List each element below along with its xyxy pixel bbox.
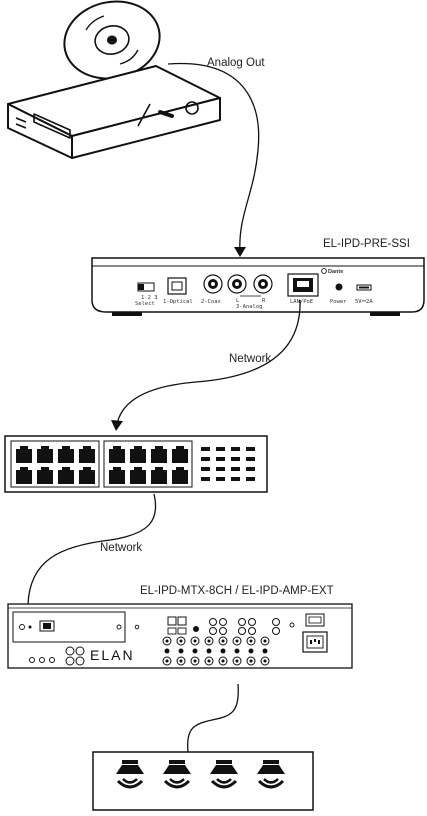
status-led	[216, 447, 225, 451]
rca-jack-icon	[234, 648, 240, 654]
speaker-icon	[257, 760, 285, 789]
speaker-icon	[163, 760, 191, 789]
rca-jack-icon	[206, 648, 212, 654]
ethernet-port-icon	[130, 467, 146, 484]
status-led	[246, 477, 255, 481]
arrow-head-icon	[111, 420, 123, 431]
arrow-head-icon	[234, 247, 246, 257]
analog-left-label: L	[236, 298, 240, 304]
ethernet-port-icon	[109, 467, 125, 484]
status-led	[201, 457, 210, 461]
status-led	[231, 457, 240, 461]
rca-jack-icon	[164, 648, 170, 654]
ethernet-port-icon	[172, 446, 188, 463]
ethernet-port-icon	[37, 446, 53, 463]
ethernet-port-icon	[109, 446, 125, 463]
switch-ports	[16, 446, 188, 484]
rca-jack-icon	[220, 648, 226, 654]
status-led	[216, 467, 225, 471]
analog-cable	[167, 62, 260, 253]
ethernet-port-icon	[130, 446, 146, 463]
status-led	[231, 477, 240, 481]
status-led	[216, 477, 225, 481]
network-label-2: Network	[100, 542, 143, 554]
network-label-1: Network	[229, 353, 272, 365]
ethernet-port-icon	[172, 467, 188, 484]
speaker-output-jacks	[162, 636, 270, 666]
rca-jack-icon	[178, 648, 184, 654]
ethernet-port-icon	[58, 446, 74, 463]
status-led	[246, 457, 255, 461]
select-numbers: 1 2 3	[141, 295, 158, 301]
optical-label: 1-Optical	[163, 299, 193, 305]
analog-right-label: R	[262, 298, 266, 304]
network-cable-2	[27, 493, 157, 605]
status-led	[231, 447, 240, 451]
speaker-cable	[186, 683, 239, 753]
lan-label: LAN/PoE	[290, 299, 313, 305]
status-led	[201, 447, 210, 451]
ethernet-port-icon	[79, 446, 95, 463]
ethernet-port-icon	[151, 446, 167, 463]
status-led	[216, 457, 225, 461]
power-label: Power	[330, 299, 347, 305]
rca-jack-icon	[248, 648, 254, 654]
pre-device: 1 2 3 Select 1-Optical 2-Coax L R 3-Anal…	[91, 257, 425, 316]
elan-logo: ELAN	[90, 647, 135, 663]
mtx-model-label: EL-IPD-MTX-8CH / EL-IPD-AMP-EXT	[140, 585, 334, 597]
analog-label: 3-Analog	[236, 304, 263, 310]
switch-leds	[201, 447, 255, 481]
optical-port-icon	[167, 277, 187, 295]
ethernet-port-icon	[151, 467, 167, 484]
power-led-icon	[335, 283, 343, 291]
dante-brand: Dante	[328, 269, 343, 275]
status-led	[201, 477, 210, 481]
disc-player-icon	[7, 0, 221, 159]
network-switch	[4, 435, 268, 493]
pre-model-label: EL-IPD-PRE-SSI	[323, 238, 410, 250]
speaker-icon	[116, 760, 144, 789]
amp-device: ELAN	[7, 603, 353, 669]
dante-logo-icon	[321, 268, 327, 274]
ethernet-port-icon	[58, 467, 74, 484]
rca-jack-icon	[192, 648, 198, 654]
ethernet-port-icon	[16, 446, 32, 463]
ethernet-port-icon	[16, 467, 32, 484]
status-led	[246, 447, 255, 451]
usb-label: 5V⎓2A	[355, 299, 373, 305]
coax-label: 2-Coax	[201, 299, 222, 305]
status-led	[231, 467, 240, 471]
power-inlet-icon	[302, 631, 328, 653]
ethernet-port-icon	[79, 467, 95, 484]
ethernet-port-icon	[37, 467, 53, 484]
select-label: Select	[135, 301, 155, 307]
status-led	[201, 467, 210, 471]
speaker-box	[92, 751, 314, 811]
network-cable-1	[116, 299, 301, 425]
status-led	[246, 467, 255, 471]
analog-out-label: Analog Out	[207, 57, 265, 69]
rca-jack-icon	[262, 648, 268, 654]
speaker-icon	[210, 760, 238, 789]
